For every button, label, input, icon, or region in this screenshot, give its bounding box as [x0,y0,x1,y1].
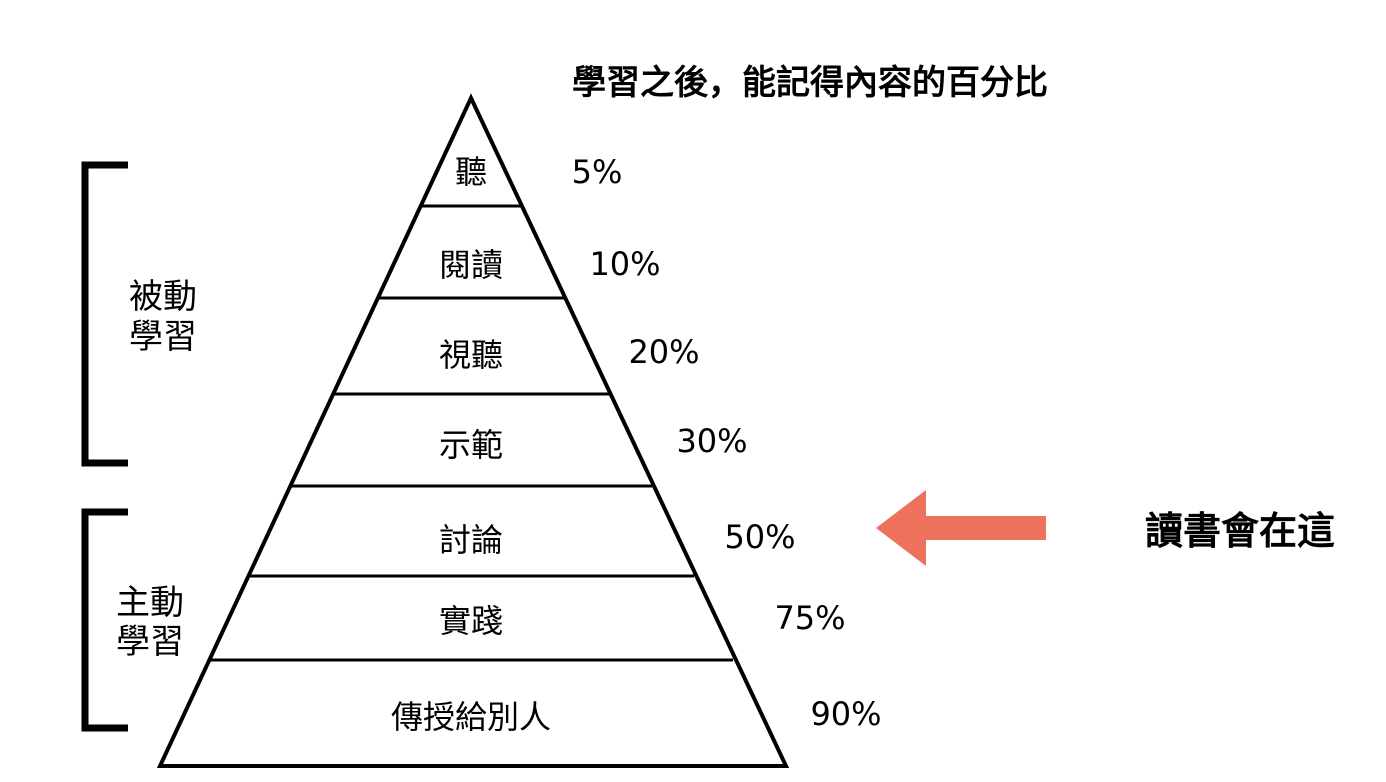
active-learning-bracket [81,508,128,732]
percent-label-reading: 10% [589,245,660,283]
passive-learning-label-line1: 被動 [129,277,197,317]
percent-label-listening: 5% [572,153,623,191]
active-learning-label-line1: 主動 [116,583,184,623]
callout-text: 讀書會在這 [1145,509,1335,553]
passive-learning-label-line2: 學習 [129,317,197,357]
pyramid-outline [156,93,790,768]
percent-label-demonstration: 30% [676,422,747,460]
diagram-title: 學習之後，能記得內容的百分比 [572,63,1048,103]
passive-learning-bracket [81,161,128,467]
layer-label-reading: 閱讀 [439,246,503,284]
percent-label-audiovisual: 20% [628,333,699,371]
layer-label-practice: 實踐 [439,602,503,640]
layer-label-teaching-others: 傳授給別人 [391,698,551,736]
percent-label-discussion: 50% [724,518,795,556]
percent-label-teaching-others: 90% [810,695,881,733]
layer-label-demonstration: 示範 [439,426,503,464]
left-arrow-icon [876,490,1046,566]
layer-label-audiovisual: 視聽 [439,336,503,374]
layer-label-discussion: 討論 [439,521,503,559]
percent-label-practice: 75% [774,599,845,637]
layer-label-listening: 聽 [455,153,487,191]
active-learning-label-line2: 學習 [116,622,184,662]
